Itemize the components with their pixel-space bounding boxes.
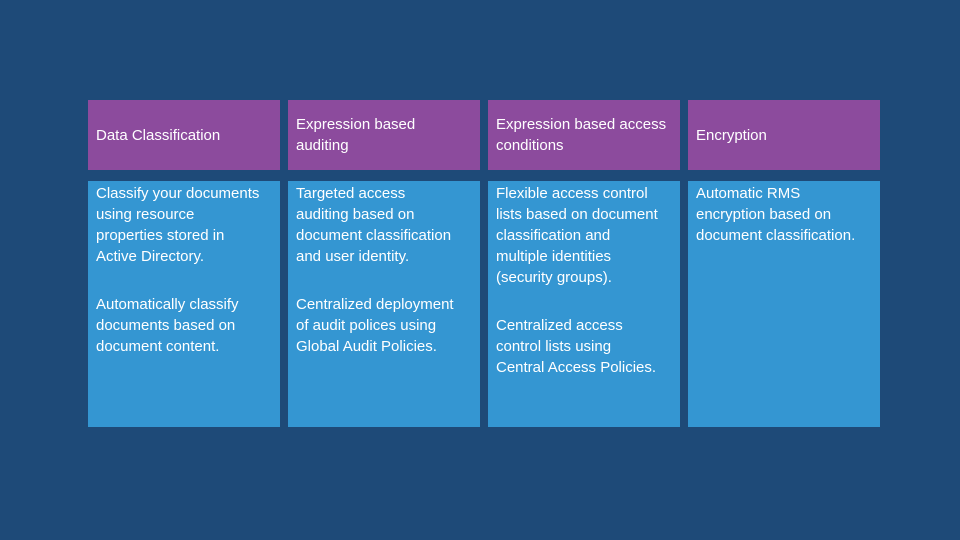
- column-header-data-classification: Data Classification: [88, 100, 280, 170]
- body-paragraph: Automatic RMS encryption based on docume…: [696, 185, 856, 244]
- body-paragraph: Targeted access auditing based on docume…: [296, 185, 452, 265]
- feature-comparison-table: Data Classification Expression based aud…: [88, 100, 880, 427]
- body-paragraph: Classify your documents using resource p…: [96, 185, 260, 265]
- column-header-label: Expression based access conditions: [496, 116, 667, 154]
- body-cell-data-classification: Classify your documents using resource p…: [88, 181, 280, 427]
- body-cell-expression-based-access-conditions: Flexible access control lists based on d…: [488, 181, 680, 427]
- body-paragraph: Centralized deployment of audit polices …: [296, 296, 454, 355]
- body-paragraph: Flexible access control lists based on d…: [496, 185, 658, 286]
- body-paragraph: Centralized access control lists using C…: [496, 317, 657, 376]
- body-paragraph: Automatically classify documents based o…: [96, 296, 239, 355]
- column-header-label: Data Classification: [96, 126, 221, 144]
- column-header-expression-based-auditing: Expression based auditing: [288, 100, 480, 170]
- column-header-label: Expression based auditing: [296, 116, 416, 154]
- column-header-encryption: Encryption: [688, 100, 880, 170]
- column-header-label: Encryption: [696, 126, 767, 144]
- body-cell-expression-based-auditing: Targeted access auditing based on docume…: [288, 181, 480, 427]
- column-header-expression-based-access-conditions: Expression based access conditions: [488, 100, 680, 170]
- body-cell-encryption: Automatic RMS encryption based on docume…: [688, 181, 880, 427]
